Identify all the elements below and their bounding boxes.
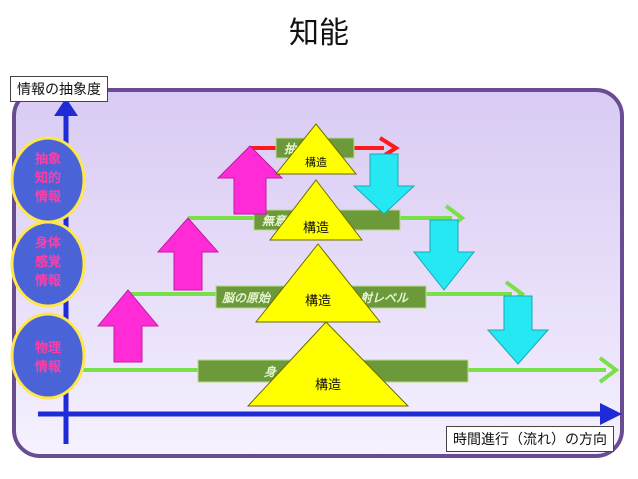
triangle-label-1: 構造 [305, 155, 327, 169]
level-circles [10, 136, 86, 400]
level-2-line-3: 情報 [35, 273, 62, 289]
level-2-line-1: 身体 [35, 235, 62, 251]
magenta-up-arrows [96, 145, 284, 363]
level-2-line-2: 感覚 [35, 254, 61, 270]
x-axis-arrowhead [600, 403, 622, 425]
y-axis-label: 情報の抽象度 [10, 76, 108, 102]
level-3-line-2: 情報 [35, 359, 62, 375]
page-title: 知能 [289, 16, 349, 51]
level-1-line-3: 情報 [35, 189, 62, 205]
level-1-line-1: 抽象 [35, 151, 61, 167]
triangle-label-2: 構造 [303, 221, 329, 236]
level-1-line-2: 知的 [35, 170, 61, 186]
band-third-label-b: 射レベル [360, 291, 409, 305]
cyan-down-arrows [352, 153, 550, 365]
y-axis-arrowhead [54, 98, 78, 116]
level-3-line-1: 物理 [35, 340, 61, 356]
band-bottom-label: 身 [264, 365, 278, 379]
triangle-label-4: 構造 [315, 378, 341, 393]
x-axis-label: 時間進行（流れ）の方向 [446, 426, 614, 452]
structure-triangles [246, 123, 410, 407]
band-third-label: 脳の原始 [221, 291, 272, 305]
triangle-label-3: 構造 [305, 294, 331, 309]
